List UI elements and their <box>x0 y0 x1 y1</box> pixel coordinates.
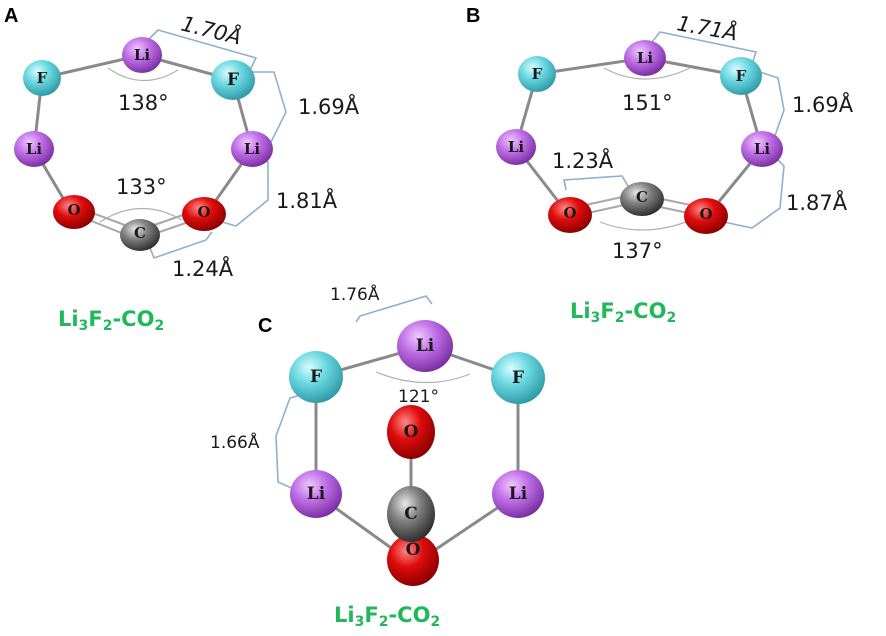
panel-c-atom-o-bottom: O <box>387 534 439 586</box>
svg-text:F: F <box>532 65 543 83</box>
panel-a: A Li F <box>4 5 360 334</box>
svg-text:F: F <box>512 368 524 388</box>
panel-a-length-li-f: 1.70Å <box>179 10 245 50</box>
panel-c-bracket-li-f <box>355 295 433 323</box>
svg-text:O: O <box>406 540 421 560</box>
panel-b-formula: Li3F2-CO2 <box>570 299 676 326</box>
panel-a-atom-li-left: Li <box>14 131 54 167</box>
panel-c-atom-li-top: Li <box>397 320 453 372</box>
svg-text:Li: Li <box>307 484 326 504</box>
panel-b-atom-f-left: F <box>518 56 556 92</box>
svg-text:O: O <box>67 201 80 219</box>
panel-letter-a: A <box>4 5 18 27</box>
panel-a-atom-li-right: Li <box>231 131 273 167</box>
panel-a-atom-o-left: O <box>53 195 95 229</box>
svg-text:O: O <box>563 204 576 222</box>
panel-a-length-c-o: 1.24Å <box>172 255 234 281</box>
panel-a-bracket-c-o <box>149 231 213 260</box>
panel-a-angle-arc-top <box>107 67 179 82</box>
svg-text:F: F <box>227 70 239 90</box>
panel-c-atom-li-right: Li <box>492 470 544 518</box>
panel-c-bracket-f-li <box>275 393 305 491</box>
panel-letter-c: C <box>258 315 272 337</box>
panel-b-length-li-f: 1.71Å <box>675 9 740 45</box>
panel-a-bracket-li-o <box>221 159 269 227</box>
panel-a-angle-oco: 133° <box>116 175 167 199</box>
panel-a-length-li-o: 1.81Å <box>276 187 338 213</box>
panel-b-length-li-o: 1.87Å <box>786 189 848 215</box>
svg-text:C: C <box>636 188 648 206</box>
panel-b-atom-o-right: O <box>684 198 728 234</box>
svg-text:Li: Li <box>134 46 151 64</box>
panel-c-atom-f-left: F <box>289 351 343 403</box>
panel-a-angle-arc-oco <box>99 207 183 223</box>
panel-b-atom-o-left: O <box>548 197 592 233</box>
panel-b-angle-oco: 137° <box>612 239 663 263</box>
svg-text:O: O <box>197 203 210 221</box>
panel-b-angle-arc-top <box>603 67 691 80</box>
panel-c-angle-arc-top <box>375 371 471 384</box>
svg-text:F: F <box>736 67 747 85</box>
svg-text:O: O <box>404 422 419 442</box>
panel-a-bracket-li-f <box>147 29 258 71</box>
svg-text:Li: Li <box>508 138 525 156</box>
panel-c-length-li-f: 1.76Å <box>330 283 380 305</box>
panel-a-atom-c: C <box>120 219 160 251</box>
panel-b-bracket-li-f <box>651 31 758 65</box>
svg-text:Li: Li <box>637 49 654 67</box>
panel-b-angle-top: 151° <box>622 91 673 115</box>
panel-b: B Li F F <box>466 5 854 326</box>
panel-c: C Li F F Li <box>210 283 545 630</box>
svg-text:Li: Li <box>26 140 43 158</box>
panel-c-length-f-li: 1.66Å <box>210 431 260 453</box>
svg-text:O: O <box>699 205 712 223</box>
panel-c-angle-top: 121° <box>398 387 439 407</box>
svg-text:F: F <box>37 69 48 87</box>
panel-b-atom-c: C <box>620 182 664 216</box>
panel-a-angle-top: 138° <box>118 91 169 115</box>
panel-b-length-f-li: 1.69Å <box>792 91 854 117</box>
panel-c-atom-o-top: O <box>387 405 435 459</box>
panel-letter-b: B <box>466 5 480 27</box>
panel-a-atom-f-right: F <box>211 60 255 100</box>
svg-text:Li: Li <box>244 140 261 158</box>
panel-c-formula: Li3F2-CO2 <box>334 603 440 630</box>
panel-a-formula: Li3F2-CO2 <box>58 307 164 334</box>
panel-a-length-f-li: 1.69Å <box>298 93 360 119</box>
svg-text:C: C <box>404 504 418 524</box>
svg-text:Li: Li <box>509 484 528 504</box>
panel-a-atom-f-left: F <box>23 60 61 96</box>
panel-c-atom-f-right: F <box>491 352 545 404</box>
panel-b-length-c-o: 1.23Å <box>552 147 614 173</box>
svg-text:Li: Li <box>416 336 435 356</box>
panel-b-atom-li-left: Li <box>496 129 536 165</box>
panel-b-atom-li-right: Li <box>741 131 783 167</box>
panel-b-atom-f-right: F <box>720 57 762 95</box>
panel-b-bracket-li-o <box>723 159 785 229</box>
panel-a-atom-li-top: Li <box>122 37 162 73</box>
panel-c-atom-li-left: Li <box>290 470 342 518</box>
panel-b-angle-arc-oco <box>599 221 687 231</box>
panel-b-atom-li-top: Li <box>624 40 666 76</box>
panel-b-bracket-c-o <box>563 175 629 191</box>
panel-c-atom-c: C <box>387 486 435 542</box>
svg-text:Li: Li <box>754 140 771 158</box>
svg-text:F: F <box>310 367 322 387</box>
svg-text:C: C <box>134 224 146 242</box>
panel-a-atom-o-right: O <box>182 197 226 231</box>
